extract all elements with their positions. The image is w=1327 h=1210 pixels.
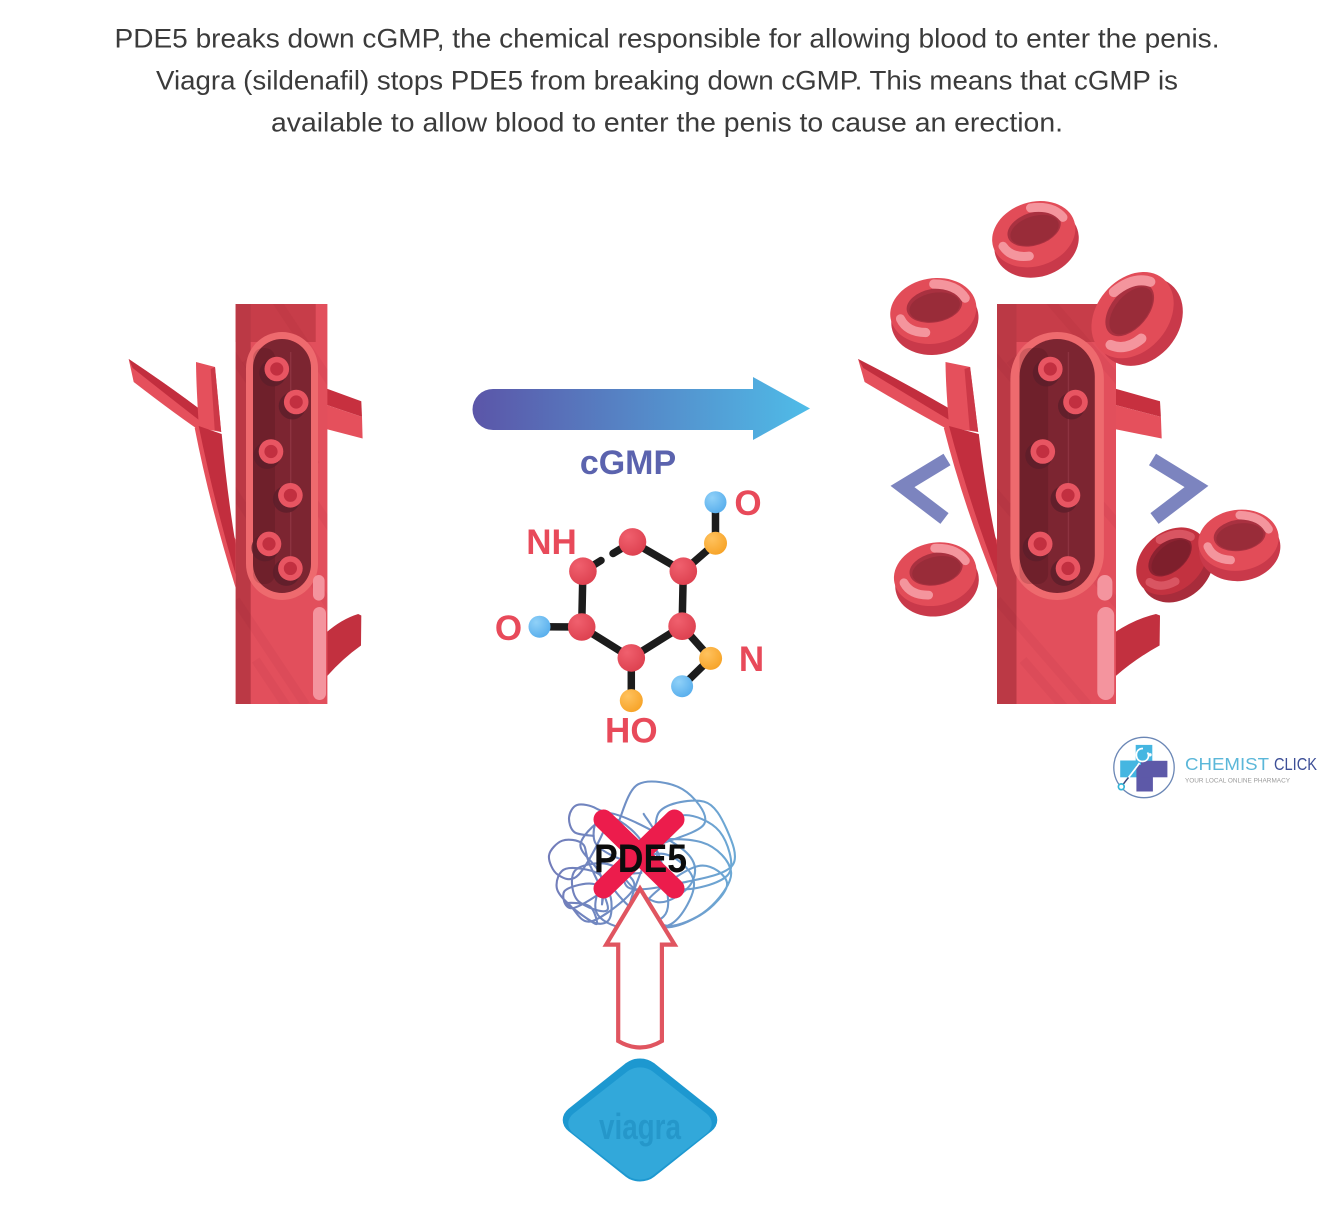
svg-text:cGMP: cGMP bbox=[580, 444, 676, 482]
svg-text:YOUR LOCAL ONLINE PHARMACY: YOUR LOCAL ONLINE PHARMACY bbox=[1185, 778, 1290, 785]
svg-text:Viagra (sildenafil) stops PDE5: Viagra (sildenafil) stops PDE5 from brea… bbox=[156, 65, 1178, 95]
svg-text:CHEMIST: CHEMIST bbox=[1185, 754, 1269, 774]
svg-text:N: N bbox=[739, 640, 764, 679]
svg-text:PDE5 breaks down cGMP, the che: PDE5 breaks down cGMP, the chemical resp… bbox=[115, 23, 1220, 53]
svg-text:NH: NH bbox=[526, 523, 577, 562]
svg-text:viagra: viagra bbox=[599, 1106, 682, 1147]
svg-text:O: O bbox=[734, 484, 761, 523]
svg-text:O: O bbox=[495, 609, 522, 648]
svg-text:available to allow blood to en: available to allow blood to enter the pe… bbox=[271, 107, 1063, 137]
svg-text:CLICK: CLICK bbox=[1274, 754, 1317, 774]
svg-text:HO: HO bbox=[605, 712, 658, 751]
svg-text:PDE5: PDE5 bbox=[594, 837, 687, 881]
